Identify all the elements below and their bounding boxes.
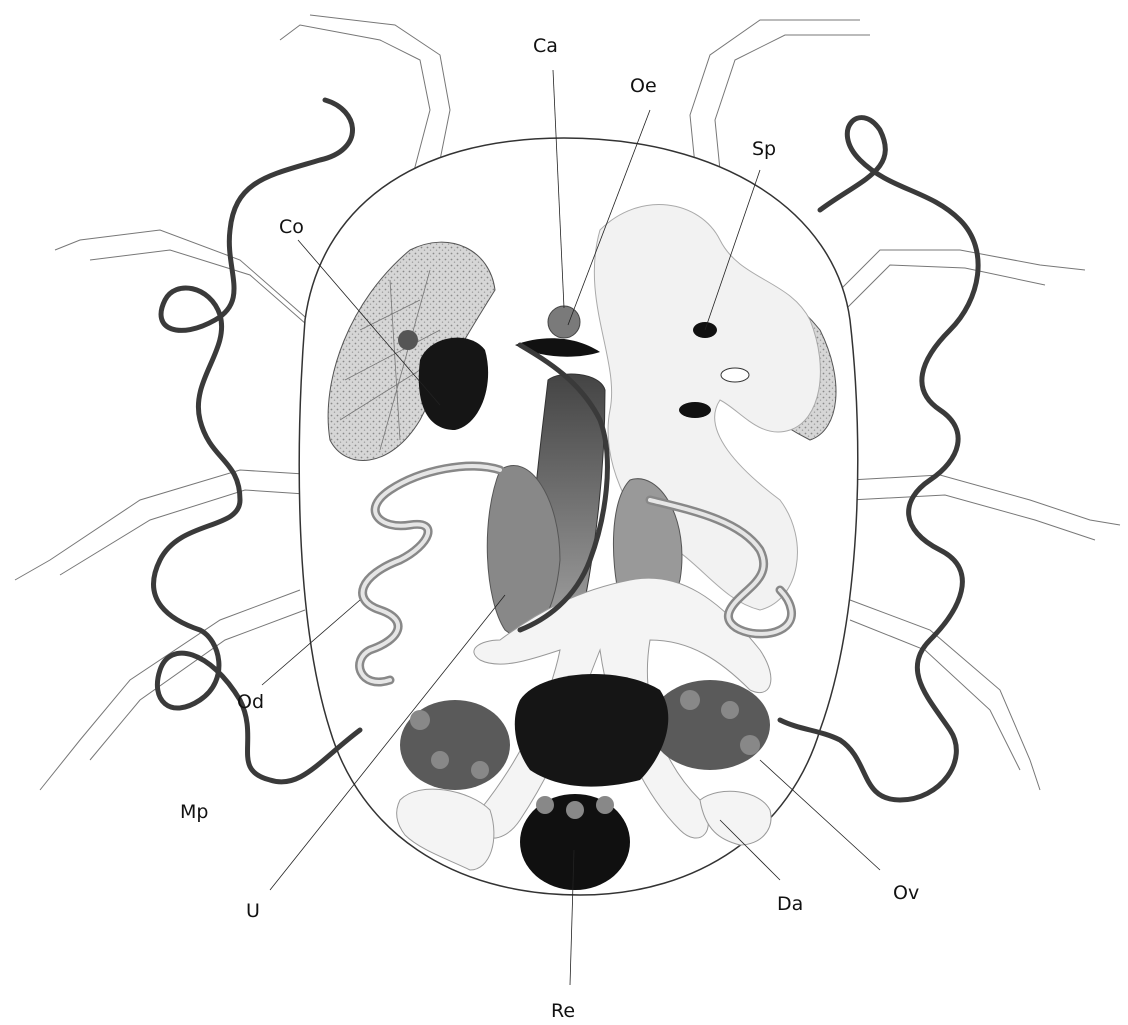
label-od: Od [237,691,264,713]
label-ca: Ca [533,35,558,57]
label-da: Da [777,893,803,915]
label-u: U [246,900,260,922]
label-oe: Oe [630,75,657,97]
label-co: Co [279,216,304,238]
ovary-right [650,680,770,770]
label-sp: Sp [752,138,776,160]
label-mp: Mp [180,801,208,823]
label-ov: Ov [893,882,919,904]
label-re: Re [551,1000,575,1022]
